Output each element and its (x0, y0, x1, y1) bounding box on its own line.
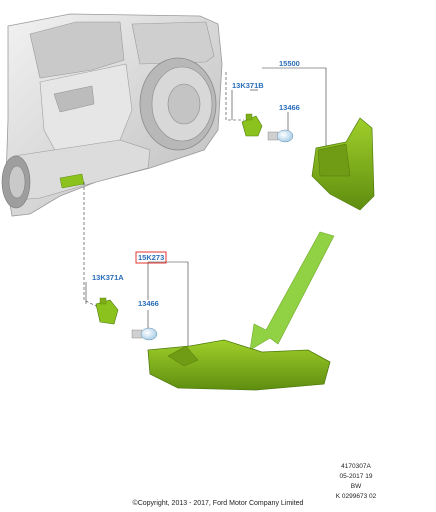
vehicle-rear-illustration (1, 13, 223, 217)
callout-13466-upper: 13466 (279, 103, 300, 112)
leader-lines (83, 67, 327, 346)
reference-line-3: BW (350, 483, 362, 490)
rear-reflector-upper (311, 117, 375, 211)
reference-line-2: 05-2017 19 (339, 473, 373, 480)
callout-15k273: 15K273 (138, 253, 164, 262)
callout-15500: 15500 (279, 59, 300, 68)
reference-block: 4170307A 05-2017 19 BW K 0299673 02 (316, 462, 396, 502)
reference-line-4: K 0299673 02 (335, 493, 377, 500)
callout-13466-lower: 13466 (138, 299, 159, 308)
bulb-lower (131, 327, 158, 341)
bulb-upper (267, 129, 294, 143)
rear-reflector-lower (147, 339, 331, 391)
callout-13k371a: 13K371A (92, 273, 124, 282)
copyright-notice: ©Copyright, 2013 - 2017, Ford Motor Comp… (132, 500, 304, 507)
green-pointer-arrow (249, 231, 335, 351)
reference-line-1: 4170307A (341, 463, 371, 470)
bulb-holder-lower (95, 297, 119, 325)
bulb-holder-upper (241, 113, 263, 137)
callout-13k371b: 13K371B (232, 81, 264, 90)
highlight-box-15k273 (135, 251, 167, 264)
